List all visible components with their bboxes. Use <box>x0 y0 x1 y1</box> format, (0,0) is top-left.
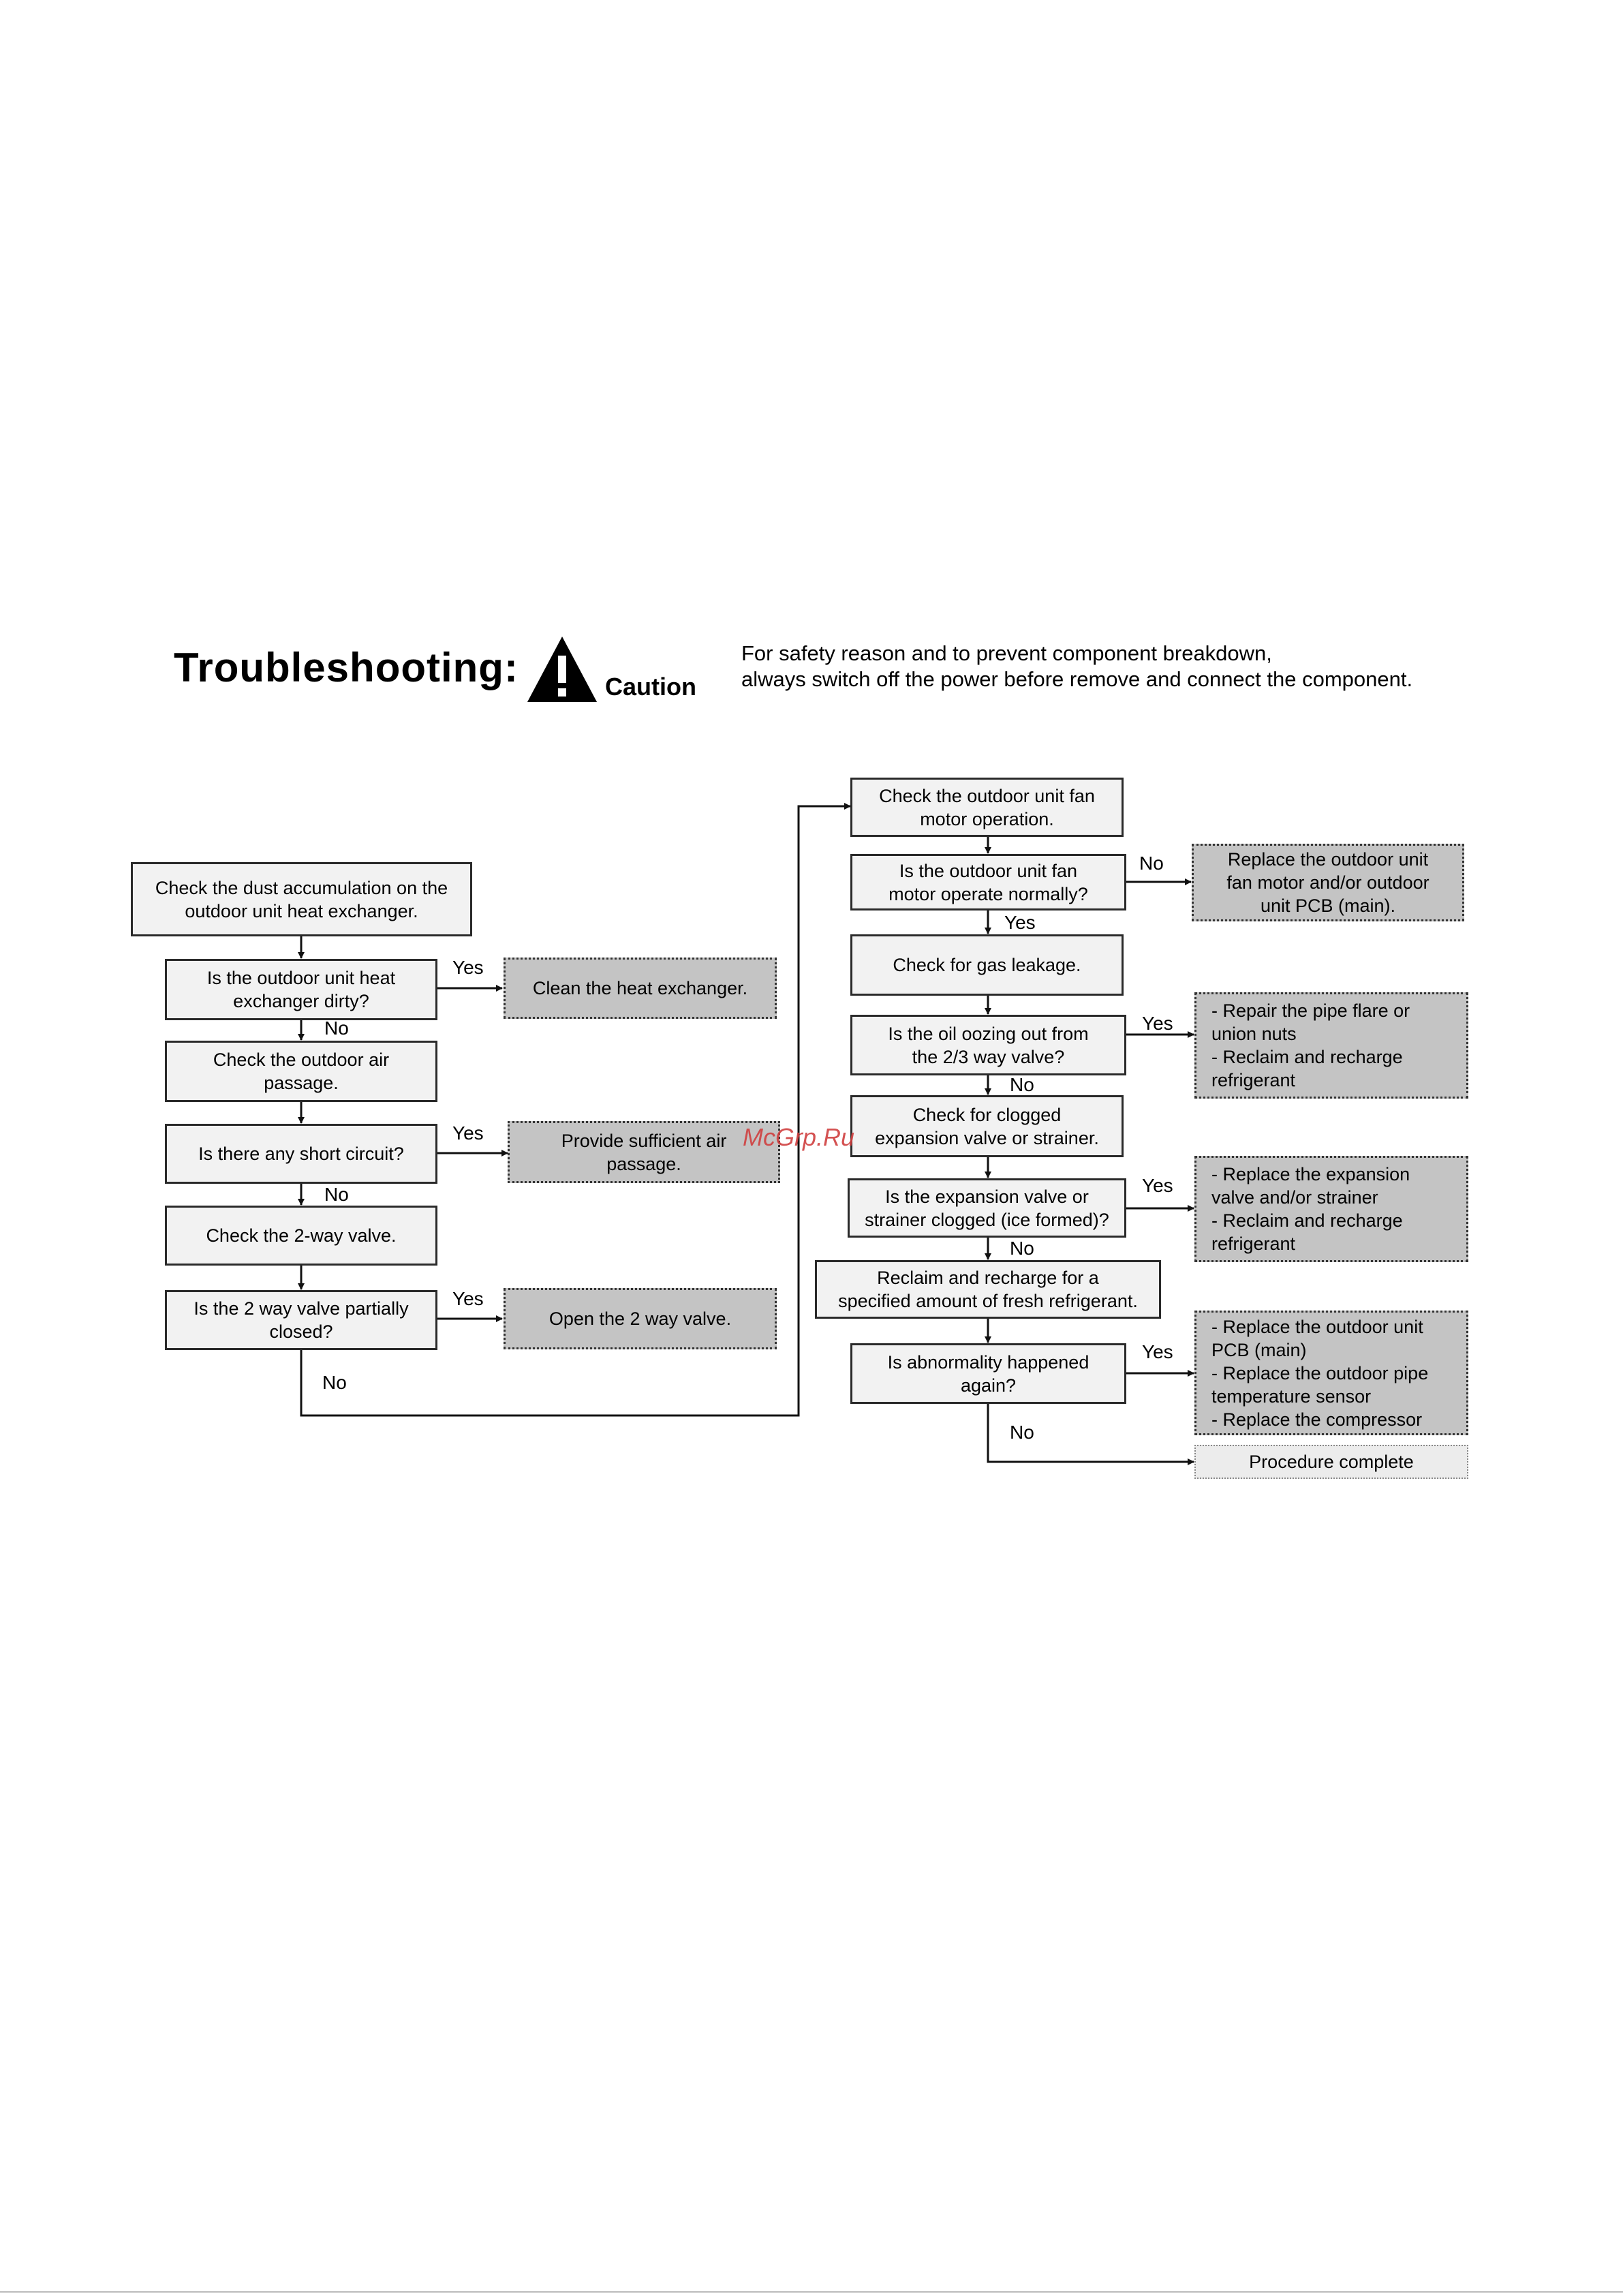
action-text: Open the 2 way valve. <box>548 1308 732 1329</box>
safety-note-line-2: always switch off the power before remov… <box>741 667 1413 691</box>
procedure-complete: Procedure complete <box>1194 1445 1468 1479</box>
question-text: Is the 2 way valve partially <box>194 1298 409 1319</box>
done-text: Procedure complete <box>1249 1452 1414 1472</box>
action-repair-pipe-flare: - Repair the pipe flare or union nuts - Re… <box>1194 992 1468 1099</box>
caution-label: Caution <box>605 673 696 701</box>
connector-line <box>987 1404 1194 1465</box>
action-text: Provide sufficient air <box>561 1130 727 1151</box>
question-text: Is the outdoor unit fan <box>899 860 1078 881</box>
action-text: PCB (main) <box>1211 1339 1307 1360</box>
step-text: Check the outdoor air <box>213 1050 390 1070</box>
action-text: refrigerant <box>1211 1070 1296 1090</box>
branch-label-yes: Yes <box>1004 912 1036 933</box>
question-text: the 2/3 way valve? <box>912 1046 1065 1067</box>
branch-label-no: No <box>1010 1074 1034 1095</box>
step-reclaim-recharge: Reclaim and recharge for a specified amou… <box>815 1260 1161 1319</box>
step-text: Check for clogged <box>912 1104 1062 1125</box>
question-short-circuit: Is there any short circuit? <box>165 1124 437 1184</box>
step-text: Reclaim and recharge for a <box>877 1268 1099 1288</box>
action-replace-expansion-valve: - Replace the expansion valve and/or stra… <box>1194 1156 1468 1262</box>
action-clean-heat-exchanger: Clean the heat exchanger. <box>504 958 777 1019</box>
action-text: Clean the heat exchanger. <box>532 978 748 998</box>
safety-note: For safety reason and to prevent compone… <box>741 641 1412 692</box>
step-text: specified amount of fresh refrigerant. <box>838 1291 1138 1311</box>
branch-label-no: No <box>1010 1238 1034 1259</box>
watermark: McGrp.Ru <box>743 1123 855 1151</box>
action-text: unit PCB (main). <box>1260 896 1396 916</box>
step-text: motor operation. <box>920 808 1054 829</box>
action-text: - Replace the outdoor unit <box>1211 1316 1423 1337</box>
step-text: Check for gas leakage. <box>893 955 1081 975</box>
branch-label-yes: Yes <box>1142 1175 1173 1196</box>
action-text: - Replace the expansion <box>1211 1164 1410 1184</box>
step-text: outdoor unit heat exchanger. <box>185 900 418 921</box>
caution-sign: Caution <box>525 634 722 709</box>
page-footer-line <box>0 2291 1623 2293</box>
action-text: temperature sensor <box>1211 1386 1372 1407</box>
question-heat-exchanger-dirty: Is the outdoor unit heat exchanger dirty? <box>165 959 437 1020</box>
action-text: - Reclaim and recharge <box>1211 1210 1403 1231</box>
branch-label-no: No <box>1010 1422 1034 1443</box>
branch-label-yes: Yes <box>452 1288 484 1309</box>
question-text: strainer clogged (ice formed)? <box>865 1209 1109 1230</box>
action-text: - Repair the pipe flare or <box>1211 1000 1410 1021</box>
question-text: motor operate normally? <box>888 883 1088 904</box>
branch-label-no: No <box>322 1372 347 1393</box>
branch-label-yes: Yes <box>452 957 484 978</box>
branch-label-yes: Yes <box>1142 1013 1173 1034</box>
action-text: Replace the outdoor unit <box>1227 849 1429 870</box>
branch-label-no: No <box>324 1017 349 1039</box>
step-text: Check the 2-way valve. <box>206 1225 397 1246</box>
safety-note-line-1: For safety reason and to prevent compone… <box>741 641 1272 665</box>
question-text: exchanger dirty? <box>233 991 369 1011</box>
warning-triangle-icon <box>527 637 597 702</box>
step-check-air-passage: Check the outdoor air passage. <box>165 1041 437 1102</box>
action-text: union nuts <box>1211 1024 1297 1044</box>
question-text: closed? <box>269 1321 333 1342</box>
connector-line <box>300 803 851 1417</box>
action-text: refrigerant <box>1211 1234 1296 1254</box>
question-text: Is the outdoor unit heat <box>206 968 396 988</box>
step-text: expansion valve or strainer. <box>875 1127 1099 1148</box>
question-text: Is the expansion valve or <box>885 1186 1089 1207</box>
action-text: fan motor and/or outdoor <box>1226 872 1429 893</box>
branch-label-no: No <box>1139 853 1164 874</box>
step-check-2-way-valve: Check the 2-way valve. <box>165 1206 437 1266</box>
action-open-2-way-valve: Open the 2 way valve. <box>504 1288 777 1349</box>
action-text: - Replace the compressor <box>1211 1409 1423 1430</box>
action-text: - Reclaim and recharge <box>1211 1047 1403 1067</box>
step-text: Check the outdoor unit fan <box>879 785 1095 806</box>
branch-label-no: No <box>324 1184 349 1205</box>
action-text: valve and/or strainer <box>1211 1187 1378 1208</box>
question-text: Is abnormality happened <box>887 1351 1089 1373</box>
question-text: again? <box>960 1375 1017 1396</box>
step-text: Check the dust accumulation on the <box>155 877 448 898</box>
question-text: Is there any short circuit? <box>198 1144 404 1164</box>
step-check-gas-leakage: Check for gas leakage. <box>850 934 1124 996</box>
branch-label-yes: Yes <box>1142 1341 1173 1362</box>
question-text: Is the oil oozing out from <box>888 1023 1089 1044</box>
action-text: passage. <box>606 1153 681 1174</box>
step-text: passage. <box>264 1073 339 1093</box>
branch-label-yes: Yes <box>452 1122 484 1144</box>
action-text: - Replace the outdoor pipe <box>1211 1362 1429 1383</box>
page-title: Troubleshooting: <box>174 645 519 690</box>
